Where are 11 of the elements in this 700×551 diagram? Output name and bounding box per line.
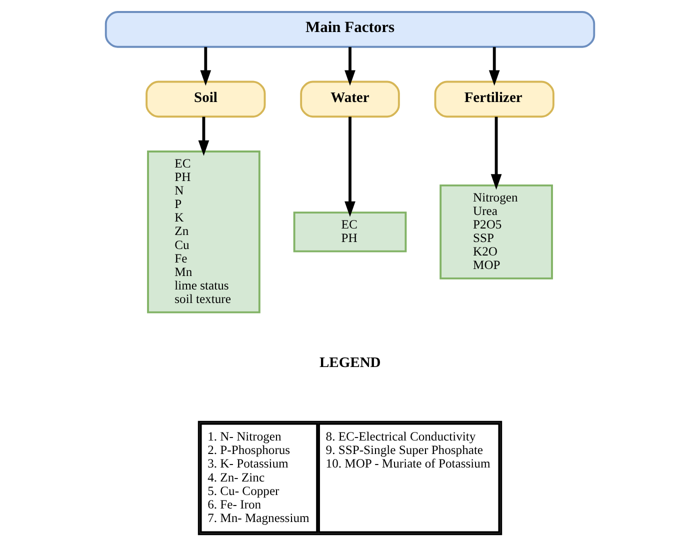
label: 6. Fe- Iron [208,497,262,512]
label: 2. P-Phosphorus [208,443,290,458]
label: 3. K- Potassium [208,456,288,471]
label: 1. N- Nitrogen [208,430,282,444]
label: 9. SSP-Single Super Phosphate [326,443,484,458]
label: 5. Cu- Copper [208,484,280,498]
label: 7. Mn- Magnessium [208,510,310,525]
label: 10. MOP - Muriate of Potassium [326,456,490,471]
label: 8. EC-Electrical Conductivity [326,430,476,444]
label: LEGEND [319,355,381,372]
label: 4. Zn- Zinc [208,470,265,484]
